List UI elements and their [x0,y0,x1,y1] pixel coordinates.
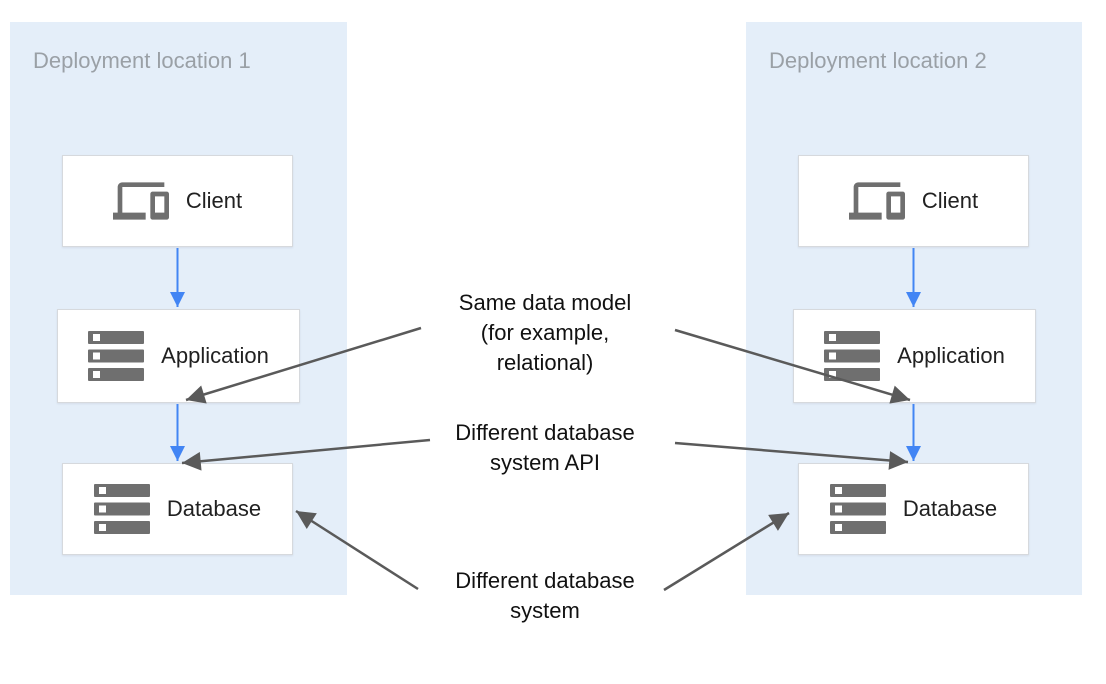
devices-icon [848,179,905,223]
server-stack-icon [824,331,881,381]
node-label: Client [185,188,243,213]
deployment-location-1-title: Deployment location 1 [33,48,251,73]
server-stack-icon [93,484,150,534]
annotation-line: Same data model [458,290,632,315]
annotation-different-db-system: Different database system [405,566,685,626]
application-node-location-1: Application [57,309,300,403]
annotation-line: relational) [496,350,594,375]
server-stack-icon [88,331,145,381]
annotation-line: Different database [455,420,635,445]
client-node-location-1: Client [62,155,293,247]
application-node-location-2: Application [793,309,1036,403]
server-stack-icon [829,484,886,534]
annotation-line: Different database [455,568,635,593]
annotation-different-db-api: Different database system API [405,418,685,478]
node-label: Database [166,496,262,521]
devices-icon [112,179,169,223]
annotation-line: system [510,598,580,623]
annotation-line: system API [489,450,601,475]
database-node-location-1: Database [62,463,293,555]
annotation-line: (for example, [480,320,610,345]
annotation-same-data-model: Same data model (for example, relational… [405,288,685,378]
node-label: Database [902,496,998,521]
node-label: Client [921,188,979,213]
database-node-location-2: Database [798,463,1029,555]
node-label: Application [897,343,1005,368]
client-node-location-2: Client [798,155,1029,247]
deployment-location-2-title: Deployment location 2 [769,48,987,73]
node-label: Application [161,343,269,368]
